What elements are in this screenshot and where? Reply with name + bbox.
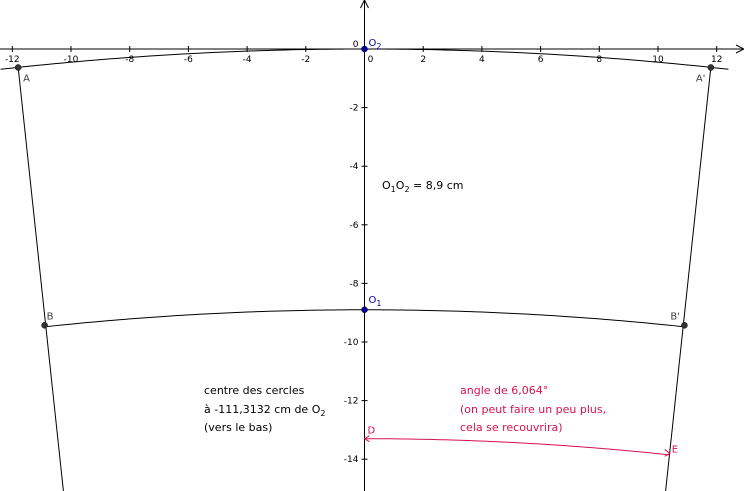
point-label-a: A	[23, 73, 30, 84]
x-tick-label: 8	[596, 55, 602, 65]
y-tick-label: -4	[350, 162, 359, 172]
x-tick-label: 6	[538, 55, 544, 65]
y-axis	[360, 0, 369, 491]
center-note: centre des cercles à -111,3132 cm de O2 …	[204, 384, 325, 434]
angle-arc-d-e	[364, 438, 670, 456]
point-label-o1: O1	[369, 295, 382, 308]
center-note-line-3: (vers le bas)	[204, 421, 272, 434]
y-tick-label: -12	[344, 397, 359, 407]
x-tick-label: 0	[368, 55, 374, 65]
y-tick-label: -8	[350, 279, 359, 289]
point-label-a-prime: A'	[696, 73, 706, 84]
angle-note: angle de 6,064° (on peut faire un peu pl…	[460, 384, 606, 434]
center-note-line-1: centre des cercles	[204, 384, 305, 397]
x-tick-label: -2	[301, 55, 310, 65]
y-tick-label: -14	[344, 455, 359, 465]
point-label-d: D	[368, 426, 376, 437]
left-radial-line	[17, 67, 64, 491]
x-tick-label: -8	[125, 55, 134, 65]
x-tick-label: -12	[5, 55, 20, 65]
point-label-b-prime: B'	[670, 311, 680, 322]
x-tick-label: -4	[243, 55, 252, 65]
point-a-prime[interactable]	[707, 64, 715, 71]
x-tick-label: -6	[184, 55, 193, 65]
x-tick-label: 10	[652, 55, 664, 65]
point-o2[interactable]	[361, 45, 368, 53]
x-tick-label: 12	[711, 55, 722, 65]
point-a[interactable]	[14, 64, 22, 71]
point-b-prime[interactable]	[681, 322, 688, 329]
point-label-o2: O2	[369, 38, 382, 51]
arrow-head-e	[664, 448, 671, 457]
angle-note-line-2: (on peut faire un peu plus,	[460, 403, 606, 416]
y-axis-ticks: 0 -2 -4 -6 -8 -10 -12 -14	[344, 40, 368, 465]
y-tick-label: -10	[344, 338, 359, 348]
x-tick-label: -10	[64, 55, 79, 65]
center-note-line-2: à -111,3132 cm de O2	[204, 403, 325, 418]
point-label-b: B	[47, 311, 54, 322]
point-b[interactable]	[41, 322, 48, 329]
x-tick-label: 2	[420, 55, 426, 65]
y-tick-label: -6	[350, 221, 359, 231]
y-tick-label: 0	[353, 40, 359, 50]
y-tick-label: -2	[350, 104, 359, 114]
angle-note-line-3: cela se recouvrira)	[460, 421, 563, 434]
point-label-e: E	[672, 444, 678, 455]
right-radial-line	[665, 67, 712, 491]
distance-label: O1O2 = 8,9 cm	[382, 179, 464, 194]
x-tick-label: 4	[479, 55, 485, 65]
point-o1[interactable]	[361, 306, 368, 314]
arrow-head-d	[363, 435, 370, 443]
angle-note-line-1: angle de 6,064°	[460, 384, 548, 397]
